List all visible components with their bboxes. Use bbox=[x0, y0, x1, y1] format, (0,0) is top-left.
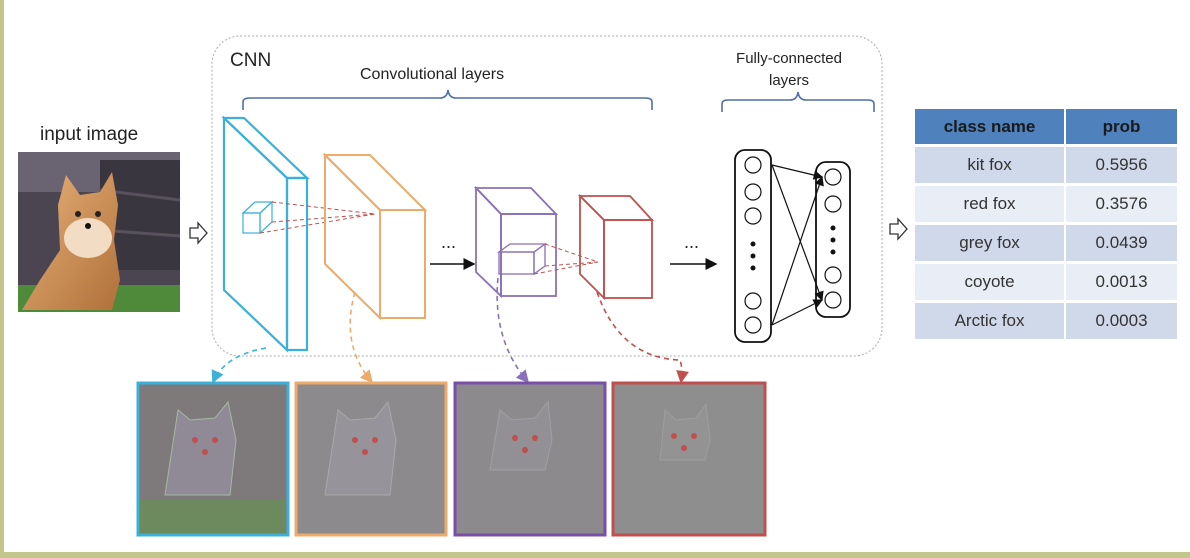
class-name-cell: grey fox bbox=[915, 225, 1067, 261]
conv-layer-2 bbox=[322, 152, 428, 321]
prob-cell: 0.0003 bbox=[1066, 303, 1177, 339]
conv-layer-3 bbox=[473, 185, 559, 299]
class-name-cell: Arctic fox bbox=[915, 303, 1067, 339]
prob-cell: 0.3576 bbox=[1066, 186, 1177, 222]
table-row: Arctic fox 0.0003 bbox=[915, 303, 1177, 339]
prob-cell: 0.0013 bbox=[1066, 264, 1177, 300]
table-row: kit fox 0.5956 bbox=[915, 147, 1177, 183]
fc-layer-1 bbox=[734, 149, 772, 343]
header-prob: prob bbox=[1066, 109, 1177, 144]
prob-cell: 0.0439 bbox=[1066, 225, 1177, 261]
cnn-to-table-arrow-icon bbox=[889, 217, 908, 241]
ellipsis-2: ... bbox=[684, 232, 699, 252]
prob-cell: 0.5956 bbox=[1066, 147, 1177, 183]
ellipsis-1: ... bbox=[441, 232, 456, 252]
layer3-to-map3-curve bbox=[496, 277, 530, 384]
fc-label-line2: layers bbox=[768, 72, 809, 89]
feature-map-4 bbox=[611, 381, 767, 537]
fc-layers-brace bbox=[721, 91, 875, 112]
input-to-cnn-arrow-icon bbox=[189, 221, 208, 245]
fc-layer-2 bbox=[815, 161, 851, 318]
layer2-to-map2-curve bbox=[349, 291, 374, 384]
class-name-cell: red fox bbox=[915, 186, 1067, 222]
table-row: red fox 0.3576 bbox=[915, 186, 1177, 222]
layer4-to-map4-curve bbox=[596, 291, 689, 384]
table-row: coyote 0.0013 bbox=[915, 264, 1177, 300]
input-fox-image bbox=[18, 152, 181, 312]
feature-map-3 bbox=[453, 381, 607, 537]
fc-layers-label: Fully-connected layers bbox=[724, 48, 854, 92]
table-header-row: class name prob bbox=[915, 109, 1177, 144]
layer1-to-map1-curve bbox=[211, 347, 267, 384]
class-name-cell: coyote bbox=[915, 264, 1067, 300]
conv-layers-brace bbox=[242, 89, 653, 110]
input-image-label: input image bbox=[40, 124, 139, 145]
conv-layer-1 bbox=[221, 115, 310, 353]
cnn-frame bbox=[211, 35, 883, 357]
fc-connections bbox=[771, 164, 824, 326]
header-class-name: class name bbox=[915, 109, 1067, 144]
class-prob-table: class name prob kit fox 0.5956 red fox 0… bbox=[915, 106, 1177, 342]
feature-map-1 bbox=[136, 381, 290, 537]
cnn-label: CNN bbox=[230, 50, 272, 71]
fc-label-line1: Fully-connected bbox=[736, 50, 842, 67]
table-row: grey fox 0.0439 bbox=[915, 225, 1177, 261]
conv-layer-4 bbox=[577, 193, 655, 301]
conv-layers-label: Convolutional layers bbox=[360, 66, 505, 83]
layer3-to-layer4-projection bbox=[533, 243, 599, 275]
layer1-to-layer2-projection bbox=[259, 201, 376, 234]
class-name-cell: kit fox bbox=[915, 147, 1067, 183]
feature-map-2 bbox=[294, 381, 448, 537]
